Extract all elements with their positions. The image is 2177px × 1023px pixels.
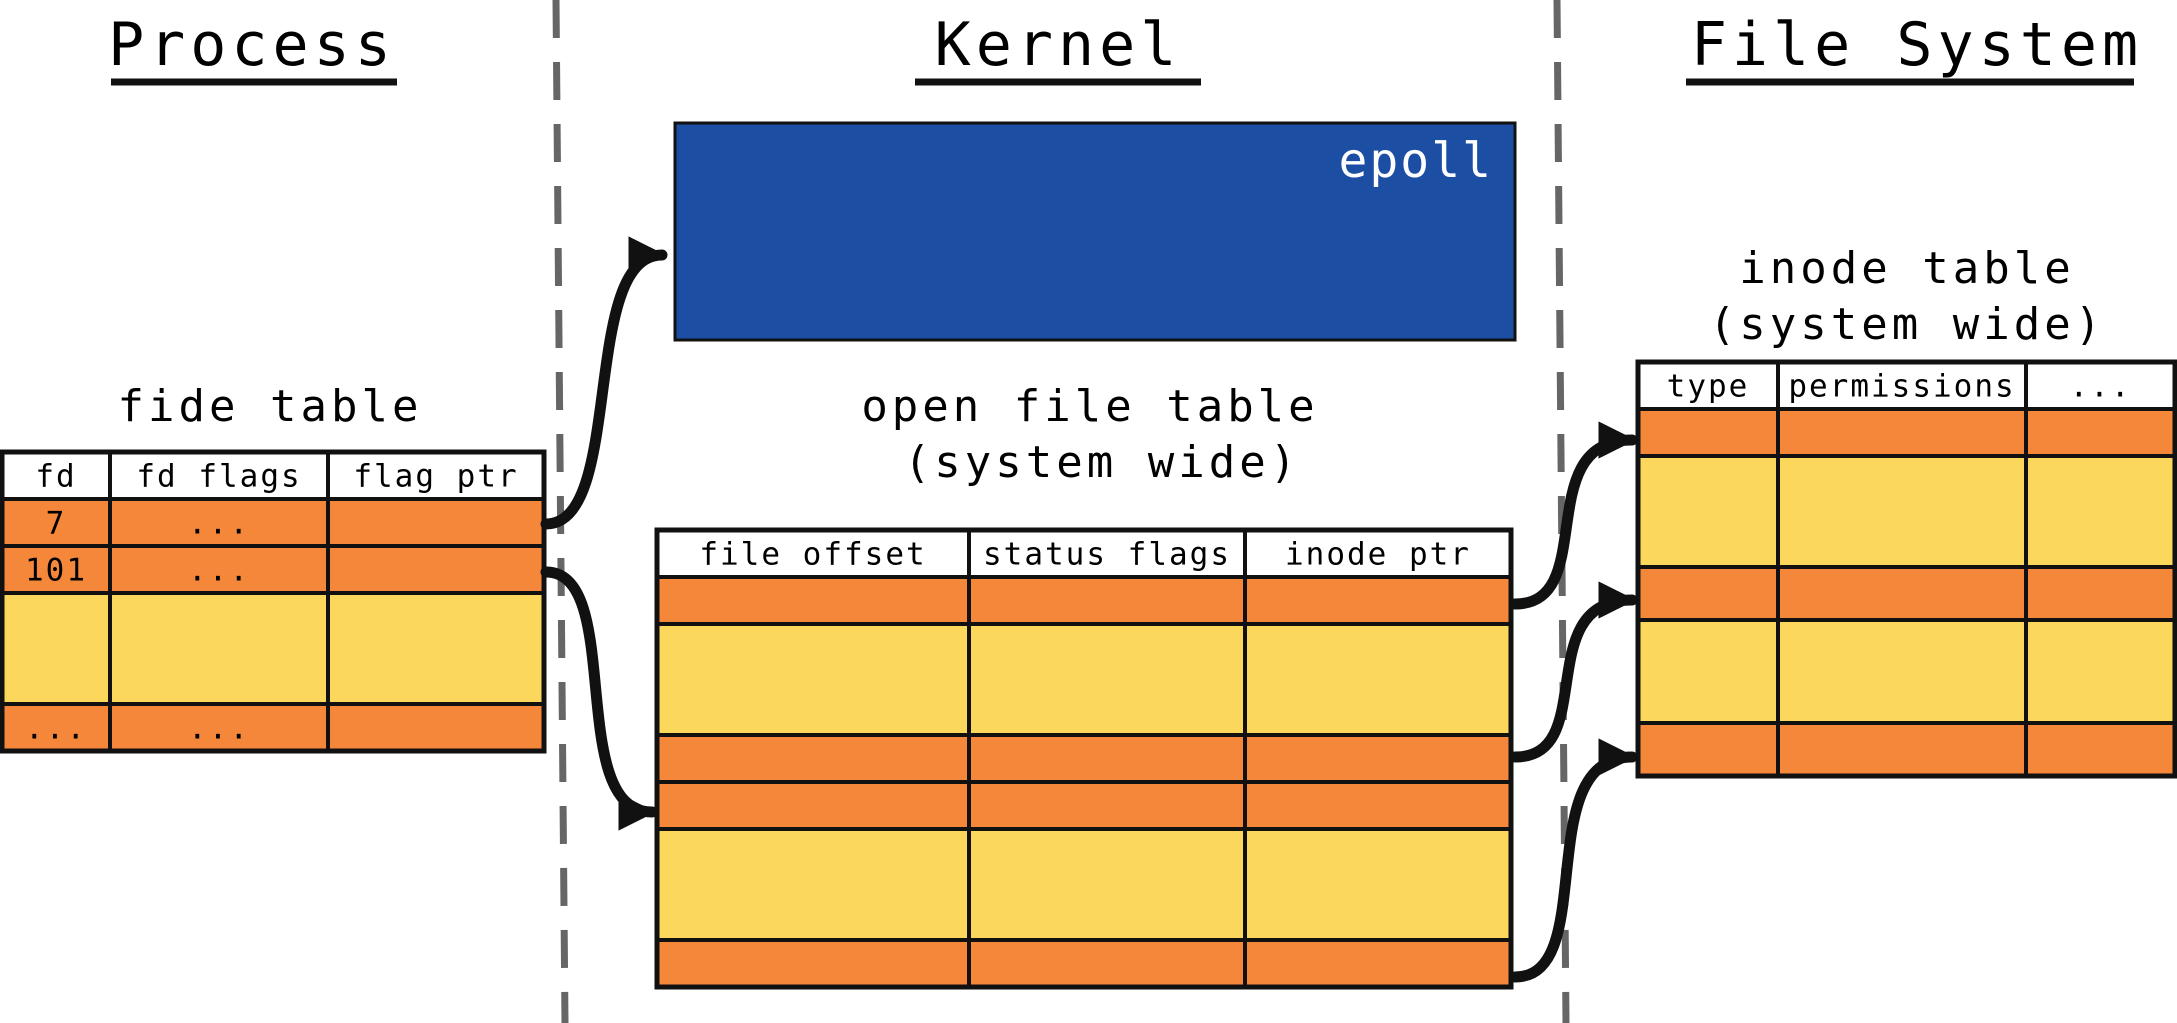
inode-table-row-cell	[2024, 721, 2177, 778]
open-file-table-row-cell	[1243, 733, 1513, 784]
open-file-table-row-cell	[655, 733, 971, 784]
arrow-open-file-row6-to-inode	[1509, 738, 1638, 983]
inode-table-row-cell	[2024, 618, 2177, 725]
epoll-label: epoll	[1339, 133, 1494, 189]
divider-process-kernel	[552, 0, 569, 1023]
inode-table-row-cell	[2024, 565, 2177, 622]
open-file-table-title: open file table	[861, 381, 1318, 432]
fd-table-row-cell	[326, 702, 546, 753]
kernel-heading: Kernel	[935, 10, 1182, 80]
fd-table-row-cell	[326, 497, 546, 548]
inode-table-row-cell	[1636, 618, 1780, 725]
fd-table: fd fd flags flag ptr 7... 101.........	[0, 449, 547, 754]
open-file-table-row-cell	[655, 622, 971, 737]
inode-table-title: inode table	[1739, 243, 2074, 294]
fd-table-row-cell-text: ...	[188, 711, 250, 747]
open-file-table-row-cell	[1243, 780, 1513, 831]
inode-table-row-cell	[1636, 565, 1780, 622]
fd-table-title: fide table	[118, 381, 423, 432]
open-file-table-row-cell	[967, 780, 1247, 831]
open-file-table-row-cell	[967, 575, 1247, 626]
file-system-heading: File System	[1691, 10, 2143, 80]
process-heading: Process	[108, 10, 396, 80]
fd-table-row-cell	[0, 591, 112, 706]
fd-table-border	[0, 449, 547, 754]
open-file-table-column-header-text: inode ptr	[1285, 537, 1471, 573]
inode-table-column-header-text: type	[1667, 369, 1750, 405]
divider-kernel-filesystem	[1553, 0, 1570, 1023]
inode-table-row-cell	[1776, 721, 2028, 778]
open-file-table-row-cell	[967, 938, 1247, 989]
inode-table-row-cell	[2024, 407, 2177, 458]
open-file-table: file offset status flags inode ptr	[654, 527, 1514, 990]
fd-table-row-cell	[0, 702, 112, 753]
epoll-block	[673, 121, 1517, 342]
open-file-table-row-cell	[655, 780, 971, 831]
fd-table-row-cell-text: ...	[25, 711, 87, 747]
arrow-open-file-row1-to-inode	[1509, 421, 1638, 610]
arrow-open-file-row3-to-inode	[1509, 581, 1638, 763]
inode-table-column-header	[2024, 360, 2177, 411]
inode-table-column-header-text: permissions	[1788, 369, 2015, 405]
open-file-table-row-cell	[655, 575, 971, 626]
open-file-table-row-cell	[655, 938, 971, 989]
inode-table-row-cell	[1636, 407, 1780, 458]
inode-table-row-cell	[1776, 618, 2028, 725]
arrow-fd101-to-open-file-table	[540, 566, 658, 831]
fd-table-row-cell-text: 7	[46, 506, 67, 542]
fd-table-row-cell	[0, 544, 112, 595]
fd-table-row-cell	[108, 591, 330, 706]
inode-table-border	[1635, 359, 2177, 779]
open-file-table-row-cell	[967, 622, 1247, 737]
fd-table-row-cell	[108, 544, 330, 595]
inode-table-row-cell	[2024, 454, 2177, 569]
inode-table-row-cell	[1636, 454, 1780, 569]
fd-table-row-cell-text: ...	[188, 506, 250, 542]
inode-table-subtitle: (system wide)	[1709, 299, 2105, 350]
connector-arrows	[540, 236, 1638, 983]
fd-table-column-header-text: flag ptr	[353, 459, 518, 495]
open-file-table-row-cell	[1243, 575, 1513, 626]
inode-table-row-cell	[1776, 454, 2028, 569]
open-file-table-row-cell	[1243, 827, 1513, 942]
arrow-fd7-to-epoll	[540, 236, 668, 530]
fd-table-column-header-text: fd	[35, 459, 76, 495]
inode-table-row-cell	[1776, 407, 2028, 458]
fd-table-row-cell	[326, 544, 546, 595]
open-file-table-row-cell	[967, 827, 1247, 942]
inode-table: type permissions...	[1635, 359, 2177, 779]
inode-table-column-header	[1636, 360, 1780, 411]
open-file-table-column-header-text: file offset	[699, 537, 926, 573]
fd-table-row-cell	[326, 591, 546, 706]
open-file-table-subtitle: (system wide)	[904, 437, 1300, 488]
open-file-table-row-cell	[1243, 622, 1513, 737]
fd-table-row-cell-text: ...	[188, 553, 250, 589]
open-file-table-column-header-text: status flags	[983, 537, 1231, 573]
fd-table-column-header-text: fd flags	[136, 459, 301, 495]
open-file-table-row-cell	[655, 827, 971, 942]
inode-table-column-header-text: ...	[2070, 369, 2132, 405]
open-file-table-row-cell	[967, 733, 1247, 784]
inode-table-row-cell	[1636, 721, 1780, 778]
inode-table-row-cell	[1776, 565, 2028, 622]
fd-table-row-cell-text: 101	[25, 553, 87, 589]
open-file-table-row-cell	[1243, 938, 1513, 989]
